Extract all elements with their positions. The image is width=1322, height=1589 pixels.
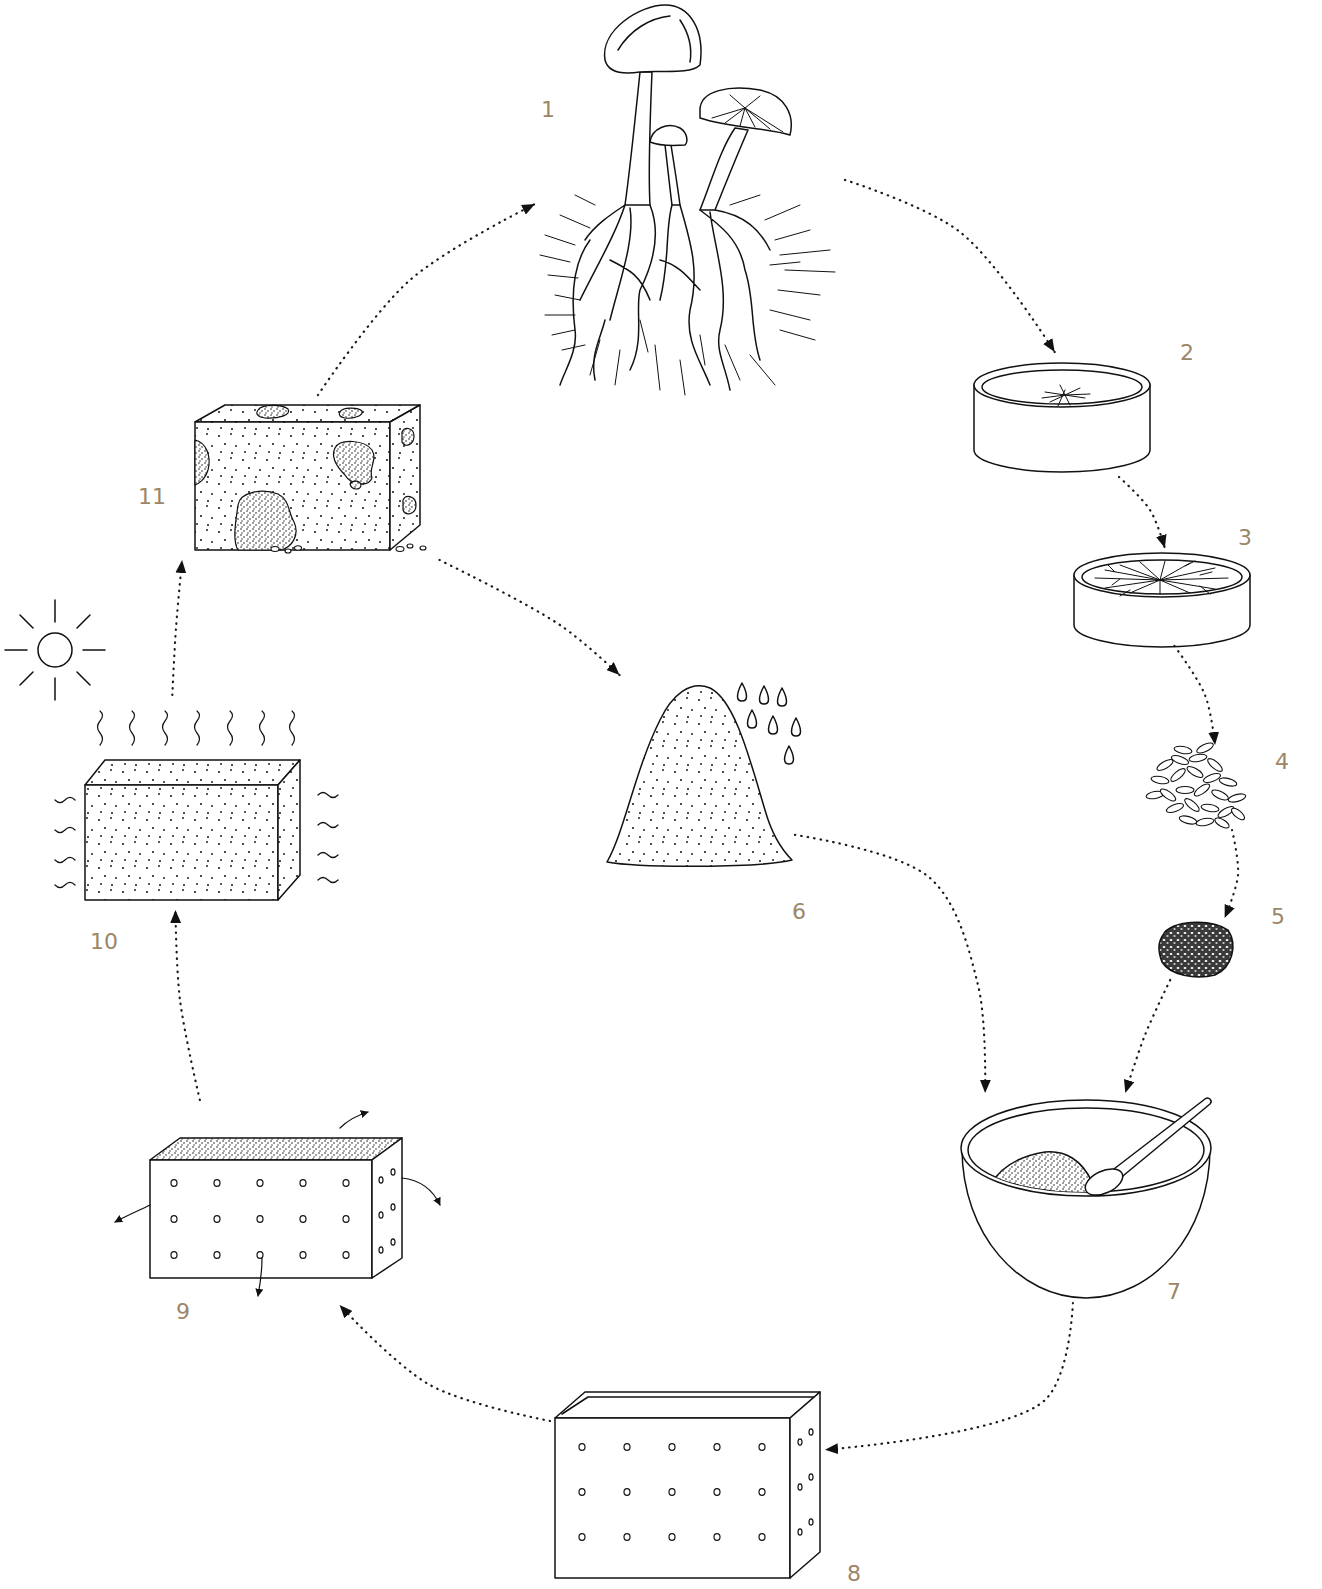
mixing-bowl-illustration	[961, 1098, 1211, 1298]
callout-number: 5	[1271, 904, 1285, 930]
dotted-arrow	[1119, 477, 1165, 548]
callout-number: 6	[792, 899, 806, 925]
dotted-arrow	[795, 835, 985, 1093]
step-node: 6	[600, 675, 795, 870]
petri-dish-illustration	[1074, 553, 1250, 647]
callout-number: 4	[1275, 749, 1289, 775]
dotted-arrow	[440, 560, 620, 675]
filled-mould-illustration	[115, 1112, 440, 1296]
dotted-arrow	[1174, 646, 1215, 745]
step-node: 8	[550, 1380, 825, 1585]
step-node: 10	[40, 695, 355, 910]
callout-number: 1	[541, 97, 555, 123]
step-node: 2	[965, 352, 1160, 477]
callout-number: 2	[1180, 340, 1194, 366]
callout-number: 8	[847, 1561, 861, 1587]
step-node: 7	[955, 1093, 1217, 1303]
callout-number: 10	[90, 929, 118, 955]
callout-number: 3	[1238, 525, 1252, 551]
drying-brick-illustration	[55, 711, 338, 900]
dotted-arrow	[318, 204, 535, 395]
step-node: 3	[1065, 548, 1257, 646]
decaying-brick-illustration	[195, 405, 426, 553]
dotted-arrow	[825, 1303, 1073, 1450]
callout-number: 7	[1167, 1279, 1181, 1305]
dotted-arrow	[175, 910, 199, 1100]
grain-illustration	[1146, 741, 1247, 830]
dotted-arrow	[1125, 980, 1170, 1093]
mould-illustration	[555, 1392, 820, 1578]
substrate-pile-illustration	[607, 683, 801, 866]
step-node: 9	[105, 1100, 450, 1305]
petri-dish-illustration	[974, 363, 1150, 472]
step-node: 1	[535, 0, 845, 400]
mushroom-illustration	[540, 5, 835, 395]
dotted-arrow	[340, 1305, 550, 1421]
callout-number: 9	[176, 1299, 190, 1325]
dotted-arrow	[845, 180, 1055, 352]
callout-number: 11	[138, 484, 166, 510]
dotted-arrow	[172, 560, 182, 695]
step-node: 4	[1143, 745, 1249, 830]
sun-symbol	[5, 600, 105, 700]
dotted-arrow	[1225, 830, 1239, 918]
step-node: 5	[1155, 918, 1235, 980]
spawn-clump-illustration	[1159, 922, 1233, 977]
step-node: 11	[170, 395, 445, 560]
